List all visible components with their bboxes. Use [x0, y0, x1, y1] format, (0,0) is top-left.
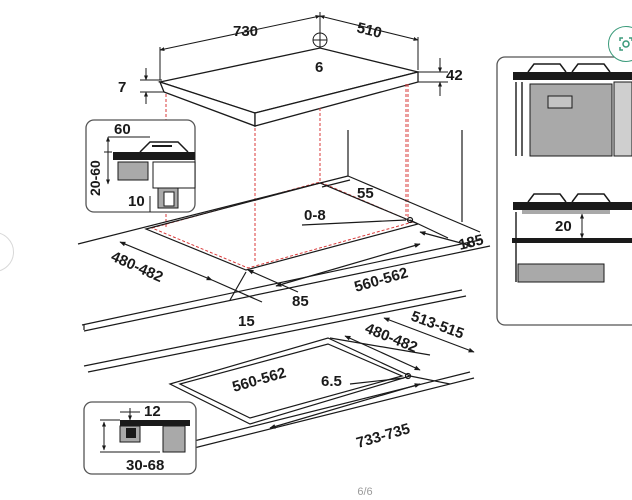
zoom-search-icon [619, 37, 632, 51]
inner-depth-label: 480-482 [363, 320, 420, 356]
rebate-depth-label: 513-515 [409, 308, 467, 343]
oven-gap-label: 20 [555, 218, 572, 235]
side-gap-label: 10 [128, 193, 145, 210]
wall-distance-label: 185 [457, 231, 485, 254]
page-indicator: 6/6 [357, 486, 373, 498]
top-depth-label: 510 [355, 19, 383, 42]
zoom-button[interactable] [608, 26, 632, 62]
top-width-label: 730 [233, 23, 258, 40]
detail-top-label: 12 [144, 403, 161, 420]
back-margin-label: 55 [357, 185, 374, 202]
side-height-label: 20-60 [87, 160, 103, 196]
cutout-depth-label: 480-482 [108, 248, 165, 286]
glass-thickness-label: 7 [118, 79, 126, 96]
rebate-width-label: 733-735 [354, 420, 412, 452]
front-offset-label: 85 [292, 293, 309, 310]
hob-height-label: 42 [446, 67, 463, 84]
center-hole-label: 6 [315, 59, 323, 76]
oven-installation-panel [496, 56, 632, 326]
inner-width-label: 560-562 [230, 364, 288, 396]
detail-rebate-section [83, 401, 197, 475]
detail-height-label: 30-68 [126, 457, 164, 474]
detail-burner-height [85, 119, 196, 213]
rebate-thickness-label: 6.5 [321, 373, 342, 390]
worktop-rebate [83, 289, 475, 459]
front-margin-label: 15 [238, 313, 255, 330]
worktop-cutout [77, 130, 491, 332]
hob-top-view [157, 47, 419, 127]
tolerance-label: 0-8 [304, 207, 326, 224]
burner-height-label: 60 [114, 121, 131, 138]
